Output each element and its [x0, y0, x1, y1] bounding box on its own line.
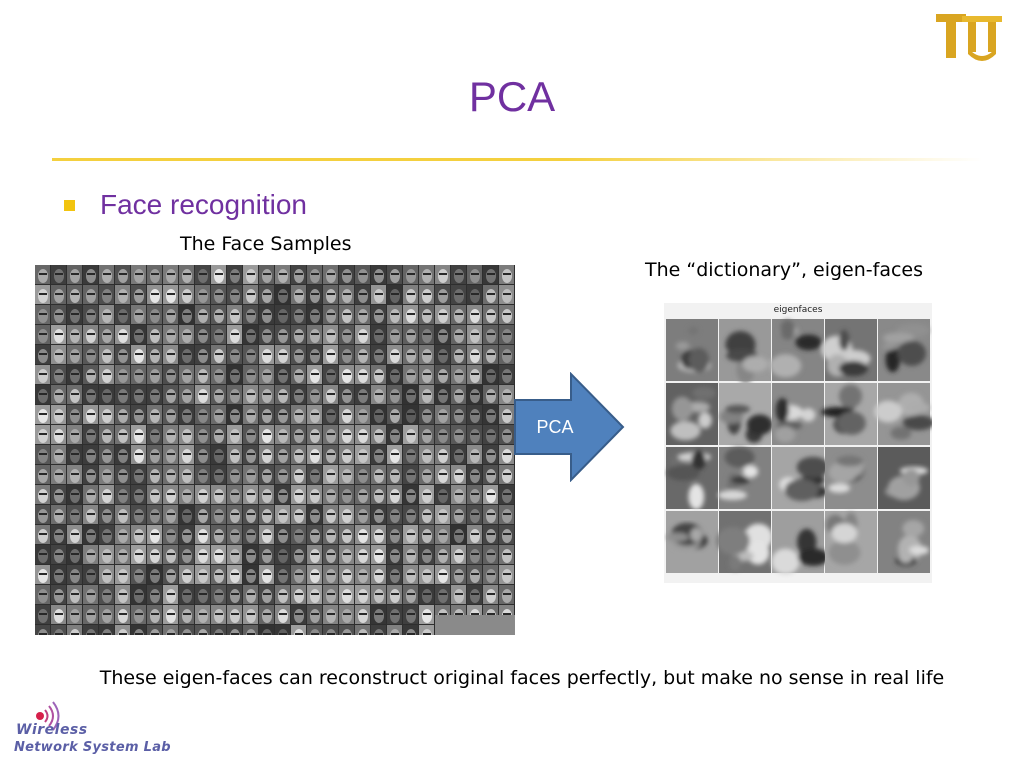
lab-logo-line1: Wireless — [16, 722, 88, 738]
footer-note: These eigen-faces can reconstruct origin… — [99, 667, 945, 689]
face-samples-caption: The Face Samples — [180, 233, 352, 255]
wifi-signal-icon — [36, 701, 60, 731]
eigenfaces-header: eigenfaces — [773, 305, 823, 315]
eigenfaces-image: eigenfaces — [664, 303, 935, 583]
title-divider — [52, 158, 982, 161]
slide-title: PCA — [468, 73, 556, 120]
eigenfaces-caption: The “dictionary”, eigen-faces — [645, 259, 924, 281]
face-samples-grid — [35, 265, 514, 635]
pca-arrow-label: PCA — [536, 417, 574, 437]
eigenfaces-grid — [666, 319, 935, 575]
bullet-text: Face recognition — [100, 189, 308, 220]
university-logo — [936, 14, 1002, 61]
pca-arrow — [514, 372, 625, 482]
face-samples-image — [35, 265, 515, 635]
mosaic-blank-area — [435, 615, 515, 635]
bullet-square-icon — [64, 200, 75, 211]
lab-logo-line2: Network System Lab — [14, 740, 171, 755]
